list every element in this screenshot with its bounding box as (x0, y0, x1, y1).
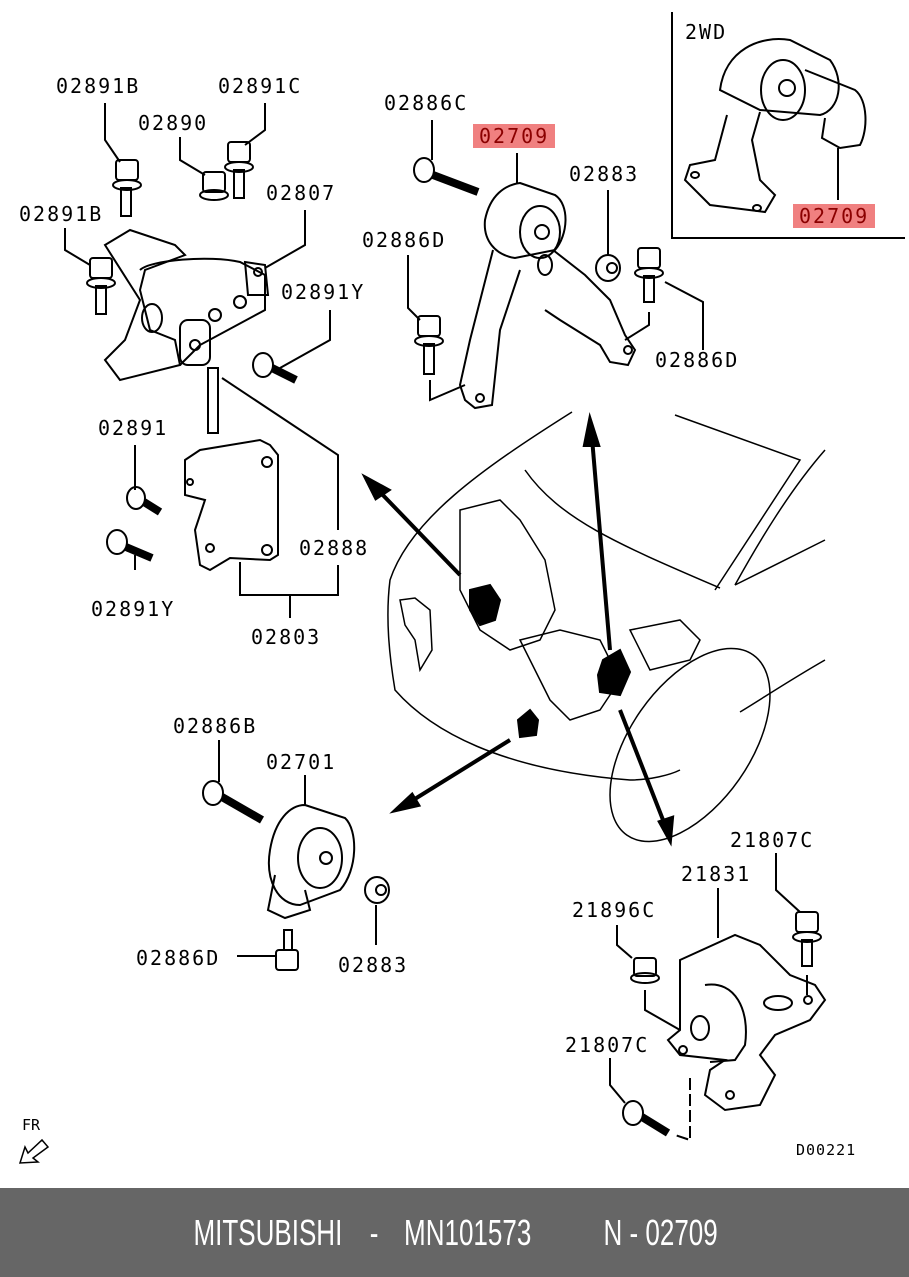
arrow-to-main-mount (590, 437, 612, 651)
bolt-02886D-right-drawing (634, 247, 664, 303)
car-outline-drawing (387, 411, 826, 843)
inset-frame (671, 12, 905, 239)
diagram-drawing (18, 12, 905, 1164)
bolt-02891-drawing (126, 486, 163, 516)
leader-lines-main (407, 120, 704, 402)
label-02891: 02891 (98, 416, 169, 440)
bolt-02886D-left-drawing (414, 315, 444, 375)
bolt-02891B-top-drawing (112, 159, 142, 217)
reference-number: N - 02709 (604, 1211, 719, 1253)
arrow-to-left-mount (376, 488, 462, 577)
part-info-footer: MITSUBISHI - MN101573 N - 02709 (0, 1188, 909, 1277)
part-number: MN101573 (404, 1211, 532, 1253)
bolt-02891B-mid-drawing (86, 257, 116, 315)
arrow-to-rear-mount (618, 709, 667, 826)
nut-02890-drawing (199, 171, 229, 201)
label-02709-highlighted: 02709 (473, 124, 556, 148)
bolt-02891Y-top-drawing (252, 352, 298, 384)
label-02891Y-bot: 02891Y (91, 597, 176, 621)
label-02886D-bot: 02886D (136, 946, 221, 970)
label-02888: 02888 (299, 536, 370, 560)
inset-title-2wd: 2WD (685, 20, 728, 44)
bolt-02891C-drawing (224, 141, 254, 199)
bolt-21807C-bot-drawing (622, 1100, 671, 1137)
separator: - (370, 1211, 379, 1253)
parts-diagram: 02891B 02891C 02890 02807 02891B 02891Y … (18, 12, 905, 1164)
rear-mount-21831-drawing (666, 933, 827, 1112)
label-21831: 21831 (681, 862, 752, 886)
front-mount-02701-drawing (266, 803, 356, 920)
label-02886C: 02886C (384, 91, 469, 115)
front-label: FR (22, 1116, 41, 1134)
label-21896C: 21896C (572, 898, 657, 922)
label-02891C: 02891C (218, 74, 303, 98)
bolt-02891Y-bot-drawing (106, 529, 154, 562)
label-02701: 02701 (266, 750, 337, 774)
label-02891Y-top: 02891Y (281, 280, 366, 304)
car-mount-center-icon (596, 648, 632, 697)
nut-02883-top-drawing (595, 254, 621, 282)
label-02886B: 02886B (173, 714, 258, 738)
label-21807C-bot: 21807C (565, 1033, 650, 1057)
arrow-to-front-mount (408, 738, 512, 804)
bracket-02803-drawing (184, 438, 279, 572)
label-02886D-right: 02886D (655, 348, 740, 372)
footer-text: MITSUBISHI - MN101573 N - 02709 (181, 1212, 729, 1254)
front-direction-arrow-icon (18, 1138, 50, 1164)
inset-mount-2wd-drawing (683, 38, 867, 214)
bolt-02886B-drawing (202, 780, 264, 824)
label-02891B-top: 02891B (56, 74, 141, 98)
main-mount-02709-drawing (458, 181, 637, 410)
label-02891B-mid: 02891B (19, 202, 104, 226)
nut-02883-bot-drawing (364, 876, 390, 904)
bolt-21807C-top-drawing (792, 911, 822, 967)
car-mount-front-icon (516, 708, 540, 739)
label-02886D-left: 02886D (362, 228, 447, 252)
label-21807C-top: 21807C (730, 828, 815, 852)
bolt-02886C-drawing (413, 157, 480, 196)
leader-lines-front (218, 740, 377, 957)
diagram-code: D00221 (796, 1141, 857, 1159)
left-mount-drawing (103, 228, 270, 382)
leader-lines-left (64, 103, 339, 618)
nut-21896C-drawing (630, 957, 660, 984)
label-02890: 02890 (138, 111, 209, 135)
label-02709-inset-highlighted: 02709 (793, 204, 876, 228)
bolt-02886D-bot-drawing (275, 929, 299, 971)
pointer-arrows (361, 412, 675, 847)
label-02883-top: 02883 (569, 162, 640, 186)
stud-02888-drawing (207, 367, 219, 434)
car-mount-left-icon (469, 583, 502, 627)
leader-lines-rear (609, 853, 808, 1142)
label-02807: 02807 (266, 181, 337, 205)
label-02803: 02803 (251, 625, 322, 649)
brand-name: MITSUBISHI (193, 1211, 343, 1253)
label-02883-bot: 02883 (338, 953, 409, 977)
